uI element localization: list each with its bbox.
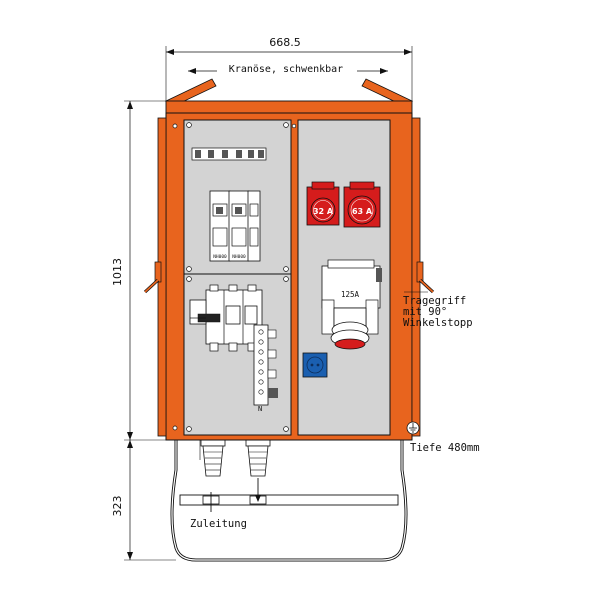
left-panel — [183, 119, 292, 436]
stand-height-value: 323 — [111, 496, 124, 517]
socket-125a: 125A — [321, 259, 382, 350]
crane-eye-callout: Kranöse, schwenkbar — [188, 62, 388, 75]
width-dimension: 668.5 — [165, 36, 413, 102]
socket-125a-label: 125A — [341, 290, 360, 299]
handle-label-1: Tragegriff — [403, 295, 466, 307]
rcd-unit-left: NH000 — [209, 190, 231, 262]
socket-32a-label: 32 A — [313, 207, 334, 216]
switch-handle — [189, 299, 221, 325]
carry-handle-right — [416, 261, 435, 294]
cable-gland-right — [245, 439, 271, 477]
handle-callout: Tragegriff mit 90° Winkelstopp — [403, 291, 473, 329]
rcd-unit-middle: NH000 — [228, 190, 250, 262]
crane-eye-label: Kranöse, schwenkbar — [229, 64, 343, 75]
cabinet-height-value: 1013 — [111, 258, 124, 286]
earth-ground-icon — [406, 421, 420, 435]
socket-63a: 63 A — [343, 181, 381, 228]
neutral-label: N — [258, 405, 262, 413]
crane-eye-left — [164, 78, 217, 105]
rcd-left-label: NH000 — [213, 254, 227, 260]
cabinet-stand — [170, 440, 408, 562]
rcd-unit-right — [247, 190, 261, 262]
width-value: 668.5 — [269, 36, 301, 49]
depth-label: Tiefe 480mm — [410, 442, 480, 454]
socket-32a: 32 A — [306, 181, 340, 226]
handle-label-3: Winkelstopp — [403, 317, 473, 329]
panel-screws — [172, 122, 297, 432]
socket-schuko-blue — [302, 352, 328, 378]
cable-gland-left — [200, 439, 226, 477]
cabinet-height-dimension: 1013 — [111, 100, 166, 441]
feed-label: Zuleitung — [190, 518, 247, 530]
cabinet-roof — [165, 100, 413, 114]
socket-63a-label: 63 A — [352, 207, 373, 216]
carry-handle-left — [143, 261, 162, 294]
terminal-rail — [253, 324, 278, 406]
rcd-right-label: NH000 — [232, 254, 246, 260]
mcb-row — [191, 147, 267, 161]
stand-height-dimension: 323 — [111, 440, 176, 561]
crane-eye-right — [361, 78, 414, 105]
handle-label-2: mit 90° — [403, 306, 447, 318]
